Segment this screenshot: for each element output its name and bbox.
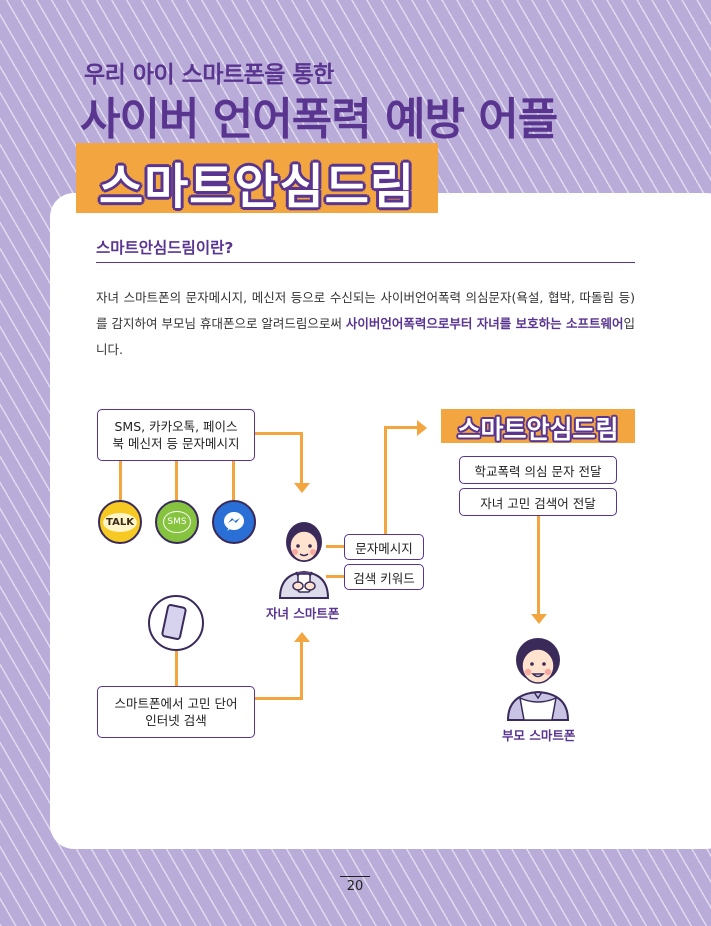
parent-avatar (506, 638, 570, 721)
connector (175, 460, 178, 502)
messenger-glyph (224, 512, 244, 531)
connector (384, 426, 418, 429)
desc-text-bold: 사이버언어폭력으로부터 자녀를 보호하는 소프트웨어 (345, 316, 624, 331)
header-app-banner: 스마트안심드림 (76, 143, 438, 215)
header-app-name: 스마트안심드림 (98, 159, 416, 215)
sms-icon: SMS (155, 500, 199, 544)
message-source-text: SMS, 카카오톡, 페이스북 메신저 등 문자메시지 (112, 419, 240, 451)
connector (326, 575, 345, 578)
alert-item-1: 자녀 고민 검색어 전달 (459, 488, 617, 516)
connector (300, 640, 303, 700)
child-avatar (278, 522, 330, 599)
message-source-box: SMS, 카카오톡, 페이스북 메신저 등 문자메시지 (97, 409, 255, 461)
text-message-pill: 문자메시지 (344, 534, 424, 560)
smartphone-icon (148, 595, 204, 651)
search-keyword-pill: 검색 키워드 (344, 564, 424, 590)
desc-text-1: 자녀 스마트폰의 문자메시지, 메신저 등으로 수신되는 사이버언어폭력 의심문… (96, 290, 635, 331)
connector (119, 460, 122, 502)
connector (232, 460, 235, 502)
child-smartphone-label: 자녀 스마트폰 (266, 606, 340, 621)
connector (300, 432, 303, 484)
kakaotalk-icon-label: TALK (103, 512, 137, 532)
header-headline: 사이버 언어폭력 예방 어플 (80, 94, 558, 145)
section-divider (96, 262, 635, 263)
section-description: 자녀 스마트폰의 문자메시지, 메신저 등으로 수신되는 사이버언어폭력 의심문… (96, 285, 635, 363)
arrow-down (294, 483, 310, 493)
header-kicker: 우리 아이 스마트폰을 통한 (84, 62, 334, 88)
desc-text-2: 입니다. (96, 316, 635, 357)
connector (537, 513, 540, 615)
connector (326, 545, 345, 548)
search-source-box: 스마트폰에서 고민 단어 인터넷 검색 (97, 686, 255, 738)
search-source-text: 스마트폰에서 고민 단어 인터넷 검색 (114, 696, 238, 728)
connector (384, 427, 387, 559)
brand-label: 스마트안심드림 (457, 415, 619, 444)
alert-item-0: 학교폭력 의심 문자 전달 (459, 456, 617, 484)
arrow-down (531, 614, 547, 624)
connector (255, 432, 302, 435)
messenger-icon (212, 500, 256, 544)
page-number: 20 (340, 876, 370, 894)
connector (175, 650, 178, 688)
parent-smartphone-label: 부모 스마트폰 (502, 728, 576, 743)
arrow-up (294, 632, 310, 642)
connector (255, 697, 302, 700)
arrow-right (417, 420, 427, 436)
section-title: 스마트안심드림이란? (96, 239, 234, 257)
sms-icon-label: SMS (163, 511, 191, 533)
brand-banner: 스마트안심드림 (441, 409, 635, 444)
kakaotalk-icon: TALK (98, 500, 142, 544)
